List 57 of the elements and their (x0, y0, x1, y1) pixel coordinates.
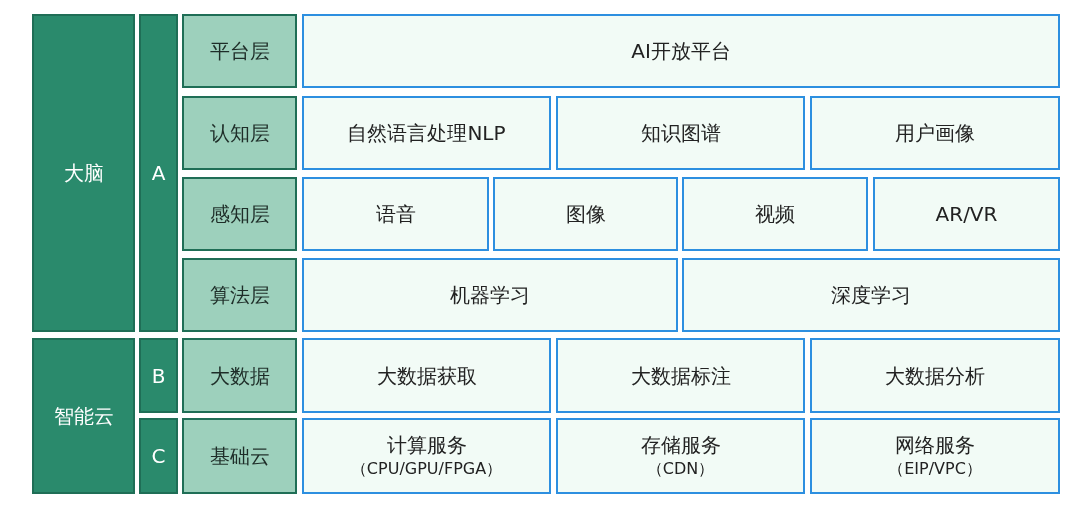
box-title: 大数据 (209, 363, 270, 388)
box-title: 深度学习 (831, 283, 911, 307)
module-box (682, 258, 1060, 332)
module-box (302, 258, 678, 332)
box-subtitle: （EIP/VPC） (888, 458, 982, 480)
box-title: 智能云 (53, 404, 114, 428)
layer-label-box (182, 258, 297, 332)
box-subtitle: （CDN） (646, 458, 715, 480)
box-title: C (151, 444, 166, 468)
box-title: 视频 (755, 202, 795, 226)
box-title: AR/VR (935, 202, 998, 226)
module-box (556, 338, 805, 413)
module-box (302, 96, 551, 170)
box-title: 平台层 (209, 39, 270, 63)
layer-label-box (182, 338, 297, 413)
module-box (682, 177, 868, 251)
box-title: 计算服务 (386, 432, 467, 457)
box-title: 感知层 (209, 202, 270, 226)
module-box (302, 14, 1060, 88)
module-box (556, 96, 805, 170)
module-box (302, 177, 489, 251)
module-box (302, 338, 551, 413)
box-title: B (151, 363, 166, 388)
module-box (302, 418, 551, 494)
layer-label-box (182, 418, 297, 494)
code-block (139, 418, 178, 494)
box-title: 大数据获取 (376, 363, 477, 388)
box-title: 存储服务 (640, 432, 721, 457)
box-title: 算法层 (209, 283, 270, 307)
box-title: 认知层 (209, 121, 270, 145)
box-title: 用户画像 (895, 121, 975, 145)
group-block (32, 14, 135, 332)
box-title: 语音 (375, 202, 416, 226)
module-box (810, 96, 1060, 170)
box-title: 知识图谱 (640, 121, 721, 145)
code-block (139, 338, 178, 413)
layer-label-box (182, 96, 297, 170)
box-title: AI开放平台 (631, 39, 731, 63)
box-title: 网络服务 (895, 432, 975, 457)
box-title: 自然语言处理NLP (347, 121, 506, 145)
box-subtitle: （CPU/GPU/FPGA） (350, 458, 503, 480)
module-box (556, 418, 805, 494)
box-title: 大脑 (63, 161, 104, 185)
module-box (493, 177, 678, 251)
box-title: 基础云 (209, 444, 270, 468)
module-box (810, 418, 1060, 494)
layer-label-box (182, 177, 297, 251)
box-title: 机器学习 (450, 283, 530, 307)
module-box (810, 338, 1060, 413)
box-title: 大数据分析 (885, 363, 985, 388)
box-title: 大数据标注 (630, 363, 731, 388)
module-box (873, 177, 1060, 251)
box-title: 图像 (565, 202, 606, 226)
code-block (139, 14, 178, 332)
group-block (32, 338, 135, 494)
layer-label-box (182, 14, 297, 88)
box-title: A (151, 161, 166, 185)
